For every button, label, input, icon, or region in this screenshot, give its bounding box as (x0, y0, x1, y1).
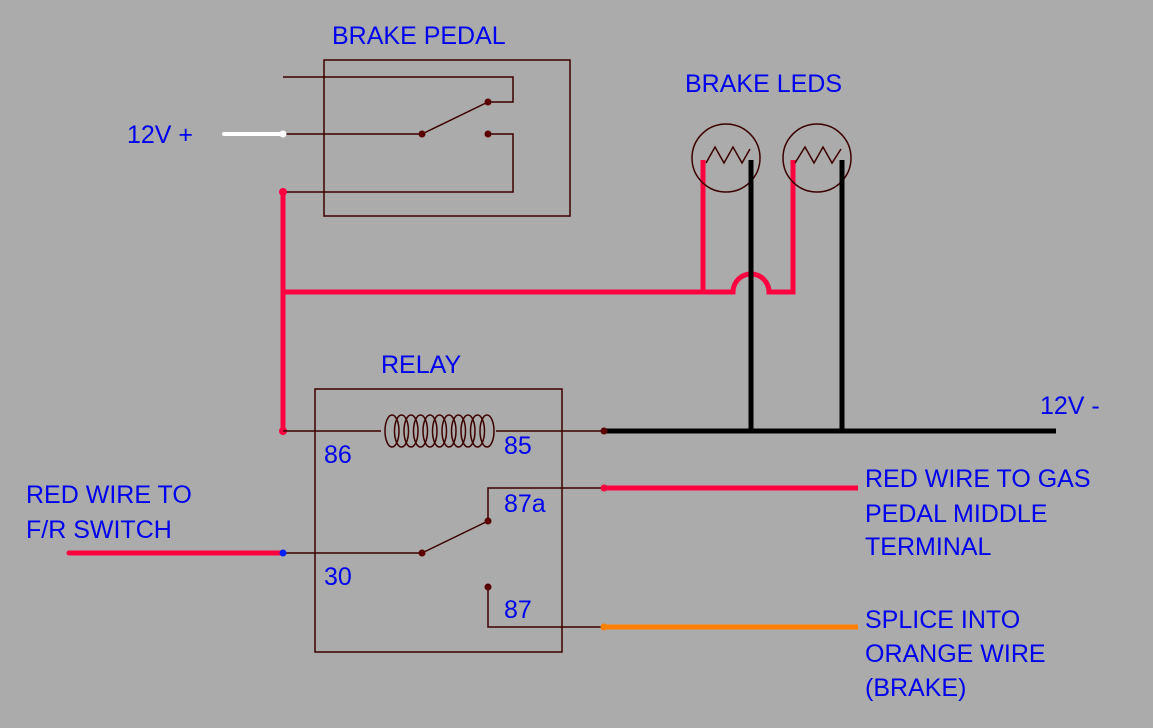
coil-loop (431, 414, 448, 448)
led1-bulb (691, 123, 761, 193)
coil-loop (412, 414, 429, 448)
coil-loop (393, 414, 410, 448)
coil-loop (479, 414, 495, 448)
red-node-pedal (279, 188, 287, 196)
pedal-lower-contact (484, 130, 492, 138)
label-fr-switch-line1: RED WIRE TO (26, 481, 192, 509)
relay-box (314, 388, 563, 653)
brake-pedal-switch (283, 59, 571, 217)
pin-87-label: 87 (504, 596, 532, 624)
relay-87a-contact (484, 517, 492, 525)
brake-led-1 (691, 123, 761, 193)
pedal-common-contact (418, 130, 426, 138)
relay-87a-lead (487, 487, 604, 521)
orange-node-87 (600, 623, 608, 631)
relay-85-node (600, 427, 608, 435)
coil-loop (384, 414, 400, 448)
label-orange-line1: SPLICE INTO (865, 606, 1020, 634)
label-orange-line2: ORANGE WIRE (865, 640, 1046, 668)
label-gas-pedal-line1: RED WIRE TO GAS (865, 465, 1091, 493)
label-gas-pedal-line3: TERMINAL (865, 533, 992, 561)
blue-node-30 (279, 549, 287, 557)
pin-86-label: 86 (324, 441, 352, 469)
relay-switch-arm (421, 520, 489, 554)
coil-loop (460, 414, 476, 448)
relay-30-contact (418, 549, 426, 557)
led2-filament-icon (794, 145, 842, 165)
pedal-top-lead (283, 76, 514, 103)
relay (283, 388, 608, 653)
coil-loop (422, 414, 438, 448)
led2-bulb (782, 123, 852, 193)
red-node-87a (600, 484, 608, 492)
coil-loop (403, 414, 419, 448)
pedal-switch-arm (421, 101, 489, 135)
label-gas-pedal-line2: PEDAL MIDDLE (865, 500, 1047, 528)
pin-30-label: 30 (324, 563, 352, 591)
pin-85-label: 85 (504, 432, 532, 460)
pedal-bottom-lead (283, 133, 514, 193)
coil-loop (441, 414, 457, 448)
brake-led-2 (782, 123, 852, 193)
relay-coil-icon (384, 414, 495, 448)
label-orange-line3: (BRAKE) (865, 674, 966, 702)
label-brake-pedal: BRAKE PEDAL (332, 22, 506, 50)
pedal-upper-contact (484, 98, 492, 106)
label-12v-positive: 12V + (127, 121, 193, 149)
pin-87a-label: 87a (504, 490, 546, 518)
relay-87-contact (484, 583, 492, 591)
relay-87-lead (487, 587, 604, 628)
label-fr-switch-line2: F/R SWITCH (26, 516, 172, 544)
coil-loop (469, 414, 486, 448)
white-wire-node (279, 130, 287, 138)
coil-loop (450, 414, 467, 448)
led1-filament-icon (705, 145, 751, 165)
red-wire-to-leds (283, 160, 796, 295)
label-12v-negative: 12V - (1040, 392, 1100, 420)
brake-pedal-box (323, 59, 571, 217)
label-relay: RELAY (381, 351, 461, 379)
label-brake-leds: BRAKE LEDS (685, 70, 842, 98)
